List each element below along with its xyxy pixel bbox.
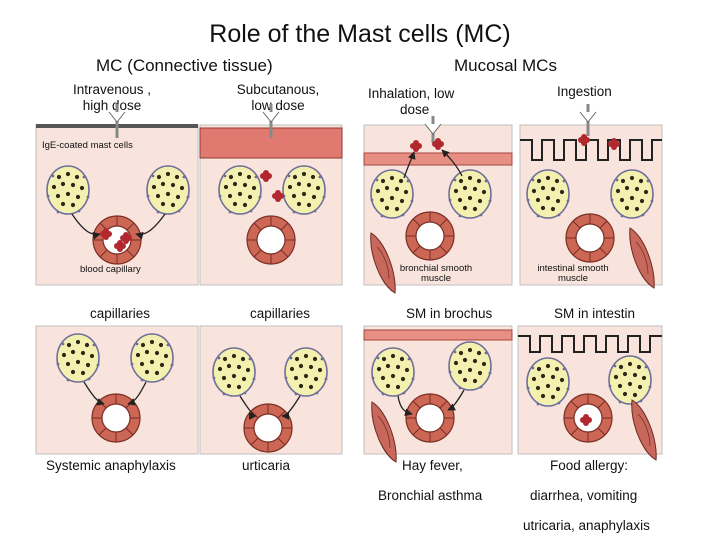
panel-outcome-food-allergy	[517, 325, 663, 461]
panel-intravenous	[35, 104, 199, 286]
panel-inhalation	[363, 116, 513, 294]
route-subcutaneous-line1: Subcutanous,	[236, 82, 320, 97]
outcome-urticaria: urticaria	[242, 458, 291, 473]
route-intravenous-line2: high dose	[82, 98, 142, 113]
label-bronchial-line1: bronchial smooth	[399, 263, 473, 274]
route-inhalation-line1: Inhalation, low	[368, 86, 455, 101]
panel-ingestion	[519, 104, 663, 289]
panel-outcome-anaphylaxis	[35, 325, 199, 455]
label-intestinal-line1: intestinal smooth	[537, 263, 609, 274]
target-sm-intestine: SM in intestin	[554, 306, 636, 321]
connective-tissue-heading: MC (Connective tissue)	[96, 56, 273, 75]
panel-outcome-asthma	[363, 325, 513, 463]
outcome-urticaria-anaphylaxis: utricaria, anaphylaxis	[523, 518, 650, 533]
mucosal-heading: Mucosal MCs	[454, 56, 557, 75]
label-intestinal-muscle: intestinal smooth muscle	[528, 264, 618, 284]
route-intravenous: Intravenous , high dose	[52, 82, 172, 114]
outcome-diarrhea-vomiting: diarrhea, vomiting	[530, 488, 638, 503]
outcome-hay-fever: Hay fever,	[402, 458, 463, 473]
outcome-bronchial-asthma: Bronchial asthma	[378, 488, 483, 503]
page-title: Role of the Mast cells (MC)	[209, 20, 511, 48]
label-intestinal-line2: muscle	[557, 273, 589, 284]
route-subcutaneous-line2: low dose	[251, 98, 305, 113]
target-sm-bronchus: SM in brochus	[406, 306, 493, 321]
route-inhalation-line2: dose	[400, 102, 430, 117]
label-bronchial-line2: muscle	[420, 273, 452, 284]
panel-subcutaneous	[199, 104, 343, 286]
outcome-systemic-anaphylaxis: Systemic anaphylaxis	[46, 458, 176, 473]
route-inhalation: Inhalation, low dose	[368, 86, 454, 118]
outcome-food-allergy: Food allergy:	[550, 458, 629, 473]
route-subcutaneous: Subcutanous, low dose	[218, 82, 338, 114]
target-capillaries-1: capillaries	[90, 306, 151, 321]
route-intravenous-line1: Intravenous ,	[72, 82, 152, 97]
label-ige-mast-cells: IgE-coated mast cells	[42, 140, 133, 151]
panel-outcome-urticaria	[199, 325, 343, 455]
route-ingestion: Ingestion	[557, 84, 612, 99]
label-blood-capillary: blood capillary	[80, 264, 141, 275]
target-capillaries-2: capillaries	[250, 306, 311, 321]
label-bronchial-muscle: bronchial smooth muscle	[396, 264, 476, 284]
